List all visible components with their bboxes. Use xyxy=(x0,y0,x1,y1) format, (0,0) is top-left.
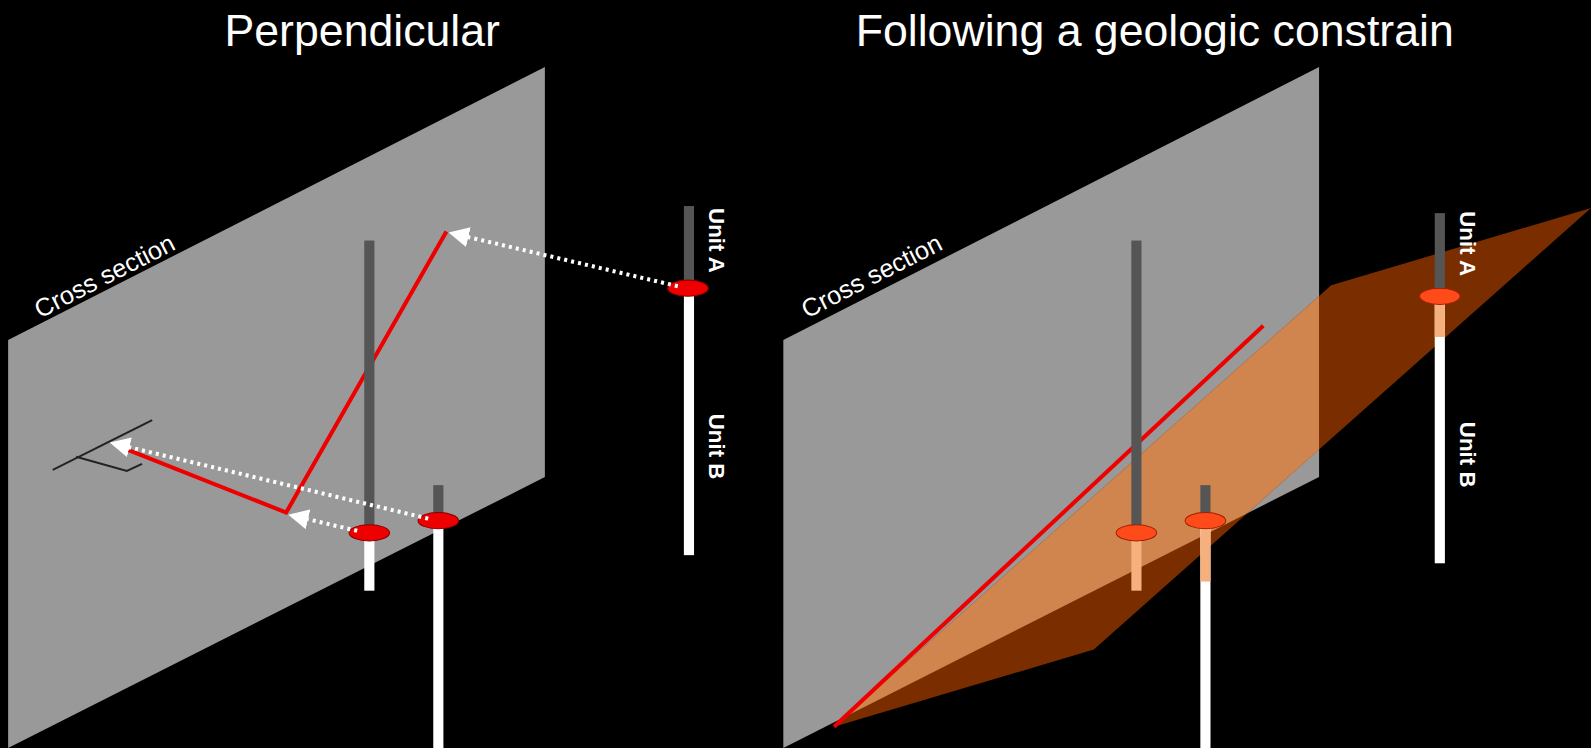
well-unit-b xyxy=(684,288,694,555)
unit-label: Unit B xyxy=(703,414,729,480)
contact-marker xyxy=(1116,288,1460,541)
geologic-surface-front xyxy=(834,208,1591,727)
cross-section-plane xyxy=(8,67,545,748)
well-unit-b xyxy=(433,521,443,748)
well-unit-a xyxy=(364,241,374,533)
projected-contact xyxy=(120,231,447,512)
well-unit-a xyxy=(1435,213,1445,296)
section-contact xyxy=(834,326,1263,727)
well-unit-a xyxy=(684,206,694,288)
well-unit-b xyxy=(1200,521,1210,748)
unit-label: Unit A xyxy=(1454,211,1480,276)
panel-heading: Perpendicular xyxy=(224,5,499,56)
strike-dip-symbol xyxy=(53,420,152,471)
well-unit-b xyxy=(364,533,374,591)
well-unit-b-lit xyxy=(1200,521,1210,582)
well-unit-b xyxy=(1435,296,1445,563)
unit-label: Unit B xyxy=(1454,422,1480,488)
unit-label: Unit A xyxy=(703,208,729,273)
panel-heading: Following a geologic constrain xyxy=(856,5,1454,56)
projection-arrow xyxy=(114,233,678,530)
geologic-surface xyxy=(834,208,1591,727)
well-unit-b xyxy=(1131,533,1141,591)
well-unit-a xyxy=(1131,241,1141,533)
contact-marker xyxy=(349,280,708,541)
